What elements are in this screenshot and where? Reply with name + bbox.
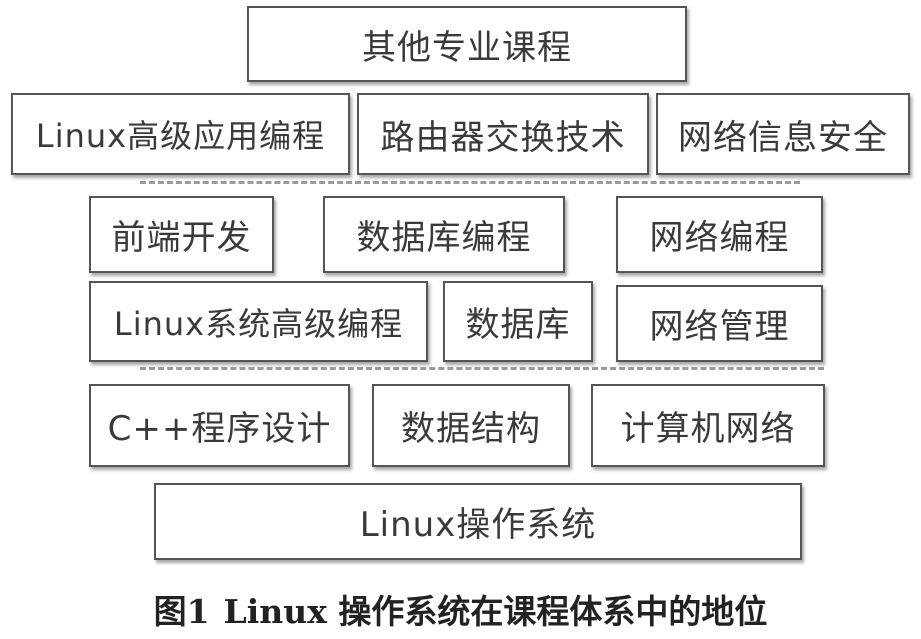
course-box-cpp-programming: C++程序设计 bbox=[89, 384, 350, 467]
dashed-divider bbox=[140, 181, 800, 184]
course-box-other-major-courses: 其他专业课程 bbox=[247, 6, 687, 82]
course-box-network-management: 网络管理 bbox=[616, 285, 823, 362]
course-box-linux-operating-system: Linux操作系统 bbox=[154, 483, 802, 560]
course-box-data-structures: 数据结构 bbox=[372, 384, 570, 467]
course-box-computer-networks: 计算机网络 bbox=[591, 384, 825, 467]
figure-number: 图1 bbox=[153, 592, 210, 631]
course-box-frontend-development: 前端开发 bbox=[89, 196, 274, 273]
dashed-divider bbox=[140, 367, 824, 370]
figure-caption: 图1 Linux 操作系统在课程体系中的地位 bbox=[0, 585, 921, 633]
course-box-network-information-security: 网络信息安全 bbox=[656, 93, 910, 175]
course-box-database: 数据库 bbox=[443, 281, 593, 362]
course-box-linux-system-advanced-programming: Linux系统高级编程 bbox=[89, 281, 428, 362]
course-box-linux-advanced-application-programming: Linux高级应用编程 bbox=[11, 93, 350, 175]
figure-caption-text: Linux 操作系统在课程体系中的地位 bbox=[223, 592, 768, 631]
course-box-network-programming: 网络编程 bbox=[616, 196, 823, 273]
course-box-router-switching-technology: 路由器交换技术 bbox=[357, 93, 649, 175]
course-box-database-programming: 数据库编程 bbox=[323, 196, 565, 273]
